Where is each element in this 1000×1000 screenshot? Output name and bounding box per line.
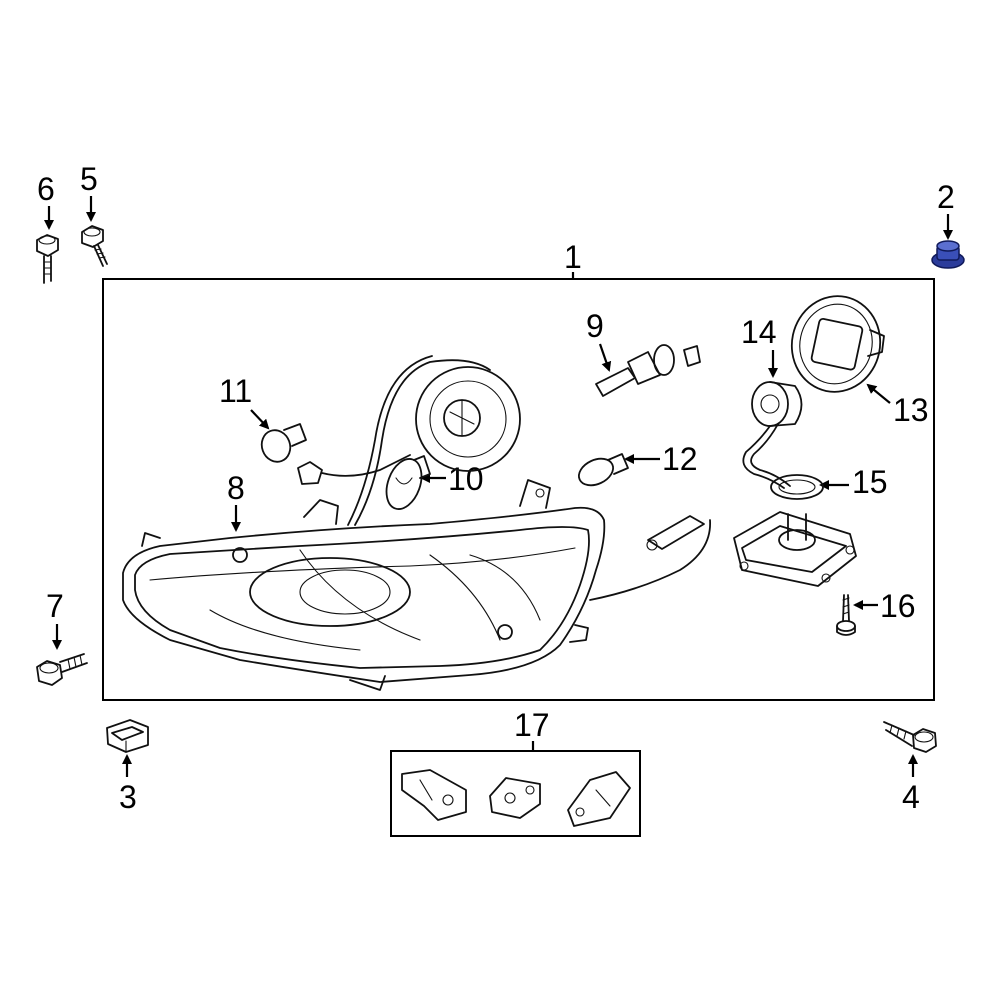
callout-16: 16: [880, 588, 916, 624]
bolt-part-7: [36, 653, 88, 686]
callout-8: 8: [227, 470, 245, 506]
headlamp-housing-part-1: [122, 355, 711, 691]
callout-1: 1: [564, 239, 582, 275]
bracket-kit-frame: [390, 750, 641, 837]
hid-bulb-part-9: [595, 344, 701, 397]
bulb-part-12: [578, 453, 629, 487]
callout-13: 13: [893, 392, 929, 428]
bulb-part-11: [260, 423, 307, 463]
bolt-part-6: [36, 234, 59, 284]
callout-10: 10: [448, 461, 484, 497]
callout-2: 2: [937, 179, 955, 215]
callout-12: 12: [662, 441, 698, 477]
callout-17: 17: [514, 707, 550, 743]
leader-9: [598, 343, 612, 372]
cover-part-13: [790, 295, 885, 393]
callout-7: 7: [46, 588, 64, 624]
screw-part-16: [836, 594, 856, 636]
callout-3: 3: [119, 779, 137, 815]
callout-9: 9: [586, 308, 604, 344]
bolt-part-5: [81, 225, 108, 267]
seal-part-15: [770, 474, 824, 500]
grommet-part-2: [931, 240, 965, 269]
ballast-unit: [733, 511, 857, 587]
bulb-part-10: [385, 455, 431, 510]
bracket-kit-part-17: [401, 769, 631, 827]
callout-11: 11: [219, 373, 252, 409]
leader-11: [250, 409, 270, 430]
socket-part-14: [742, 381, 803, 489]
callout-6: 6: [37, 171, 55, 207]
leader-13: [866, 383, 891, 404]
callout-5: 5: [80, 161, 98, 197]
clip-part-3: [106, 719, 149, 753]
callout-15: 15: [852, 464, 888, 500]
callout-14: 14: [741, 314, 777, 350]
callout-4: 4: [902, 779, 920, 815]
screw-part-4: [883, 721, 937, 753]
assembly-frame: [102, 278, 935, 701]
